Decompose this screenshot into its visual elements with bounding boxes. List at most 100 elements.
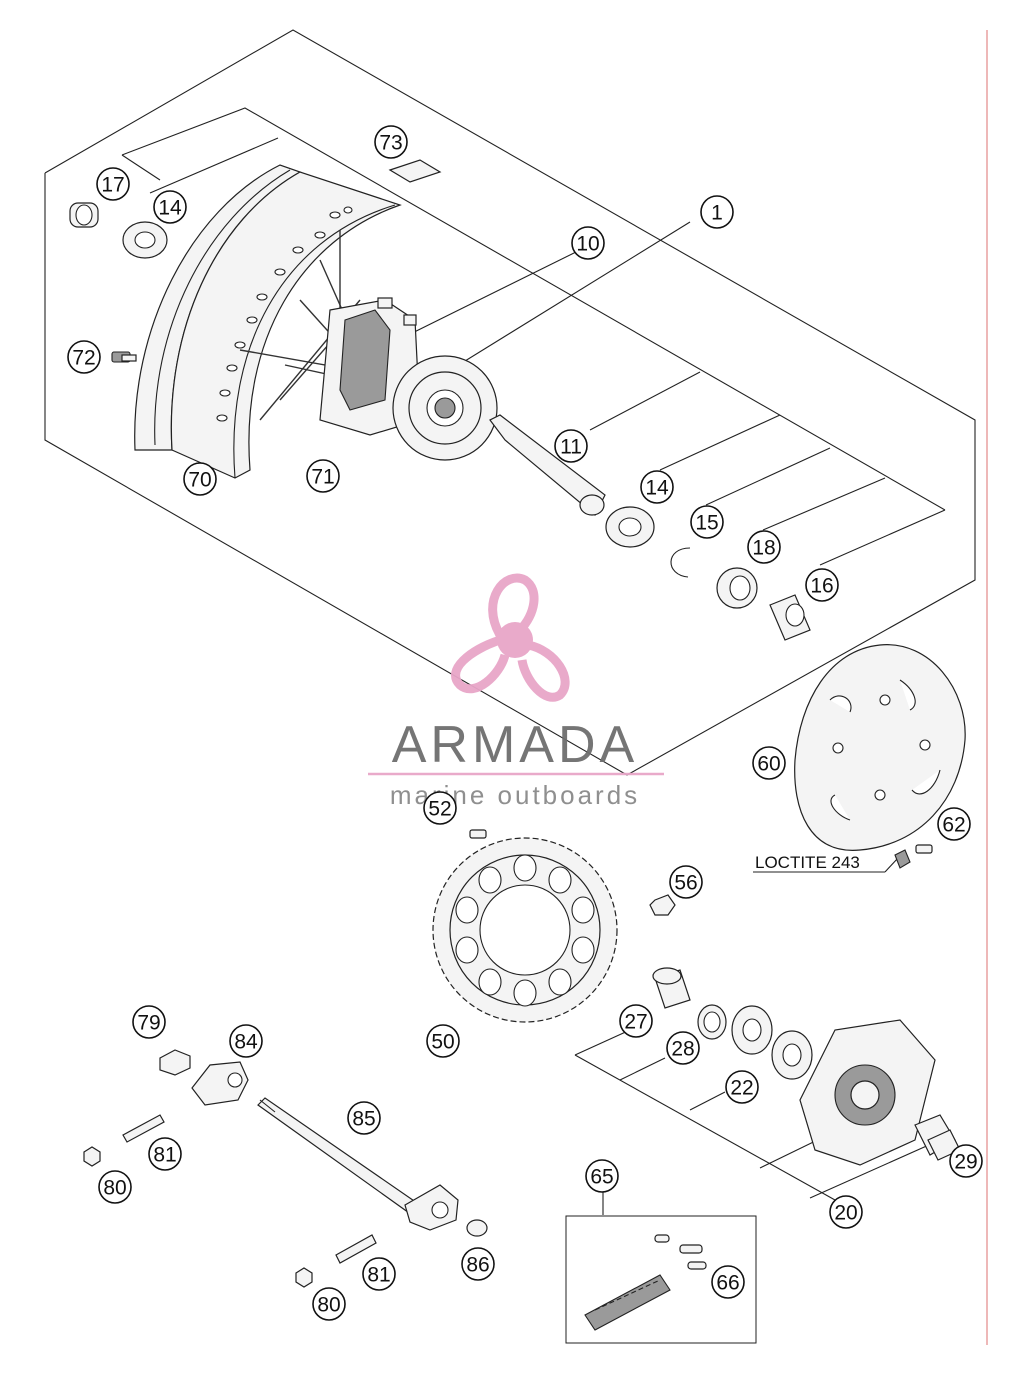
callout-circle <box>423 791 457 825</box>
propeller-icon <box>451 573 570 702</box>
callout-81: 81 <box>362 1257 396 1291</box>
callout-66: 66 <box>711 1265 745 1299</box>
axle-nut <box>159 1049 191 1076</box>
callout-number: 80 <box>103 1177 126 1200</box>
callouts: 1101114141516171820222728295052566062656… <box>67 125 983 1321</box>
callout-circle <box>183 462 217 496</box>
sprocket-carrier <box>799 1019 936 1166</box>
axle <box>257 1097 459 1231</box>
callout-circle <box>153 190 187 224</box>
callout-number: 14 <box>645 477 669 500</box>
label-sticker <box>388 159 442 183</box>
lock-nut-2 <box>295 1267 313 1288</box>
callout-27: 27 <box>619 1004 653 1038</box>
callout-circle <box>67 340 101 374</box>
carrier-bearing-1 <box>731 1005 773 1055</box>
carrier-bearing-2 <box>771 1030 813 1080</box>
shaft-seal <box>716 567 758 609</box>
callout-circle <box>711 1265 745 1299</box>
axle-cap <box>466 1219 488 1237</box>
callout-number: 72 <box>72 347 95 370</box>
callout-17: 17 <box>96 167 130 201</box>
callout-circle <box>374 125 408 159</box>
callout-number: 80 <box>317 1294 340 1317</box>
callout-15: 15 <box>690 505 724 539</box>
callout-60: 60 <box>752 746 786 780</box>
callout-circle <box>229 1024 263 1058</box>
lock-nut-1 <box>83 1146 101 1167</box>
spacer-right <box>769 594 811 641</box>
loctite-note: LOCTITE 243 <box>755 853 860 872</box>
callout-73: 73 <box>374 125 408 159</box>
callout-circle <box>949 1144 983 1178</box>
spacer-ring <box>697 1004 727 1040</box>
callout-number: 22 <box>730 1077 753 1100</box>
callout-circle <box>690 505 724 539</box>
callout-circle <box>725 1070 759 1104</box>
callout-79: 79 <box>132 1005 166 1039</box>
callout-circle <box>747 530 781 564</box>
leader <box>121 154 161 181</box>
callout-number: 60 <box>757 753 780 776</box>
callout-number: 50 <box>431 1031 454 1054</box>
callout-71: 71 <box>306 459 340 493</box>
rim <box>134 164 402 479</box>
callout-circle <box>585 1159 619 1193</box>
callout-1: 1 <box>700 195 734 229</box>
callout-circle <box>132 1005 166 1039</box>
damper-rubber <box>914 1114 961 1161</box>
callout-number: 14 <box>158 197 182 220</box>
callout-circle <box>96 167 130 201</box>
callout-18: 18 <box>747 530 781 564</box>
bearing-right <box>605 506 655 548</box>
callout-56: 56 <box>669 865 703 899</box>
callout-number: 18 <box>752 537 775 560</box>
callout-number: 27 <box>624 1011 647 1034</box>
callout-circle <box>312 1287 346 1321</box>
callout-86: 86 <box>461 1247 495 1281</box>
callout-circle <box>362 1257 396 1291</box>
callout-number: 52 <box>428 798 451 821</box>
adjust-screw-2 <box>335 1234 377 1264</box>
callout-11: 11 <box>554 429 588 463</box>
callout-number: 10 <box>576 233 599 256</box>
callout-number: 86 <box>466 1254 489 1277</box>
brake-disc <box>794 644 966 851</box>
callout-62: 62 <box>937 807 971 841</box>
disc-screw <box>894 844 933 869</box>
adjust-screw-1 <box>122 1114 165 1143</box>
callout-number: 1 <box>711 202 723 225</box>
hub <box>319 297 498 461</box>
callout-65: 65 <box>585 1159 619 1193</box>
callout-circle <box>752 746 786 780</box>
callout-22: 22 <box>725 1070 759 1104</box>
callout-number: 71 <box>311 466 334 489</box>
callout-circle <box>619 1004 653 1038</box>
callout-number: 11 <box>560 436 582 459</box>
watermark-logo: ARMADA marine outboards <box>368 573 664 810</box>
callout-circle <box>461 1247 495 1281</box>
callout-number: 85 <box>352 1108 375 1131</box>
callout-85: 85 <box>347 1101 381 1135</box>
callout-number: 84 <box>234 1031 258 1054</box>
callout-81: 81 <box>148 1137 182 1171</box>
assembly-frame-inner <box>121 107 946 511</box>
assembly-frame-outer <box>44 29 976 776</box>
spacer-left <box>69 202 99 228</box>
chain <box>584 1274 671 1331</box>
callout-number: 79 <box>137 1012 160 1035</box>
callout-80: 80 <box>312 1287 346 1321</box>
callout-number: 20 <box>834 1202 857 1225</box>
sprocket-screw <box>469 829 487 839</box>
chain-box <box>565 1215 757 1344</box>
watermark-brand: ARMADA <box>392 716 638 774</box>
callout-number: 73 <box>379 132 402 155</box>
callout-circle <box>306 459 340 493</box>
leader-lines <box>149 137 946 1215</box>
callout-50: 50 <box>426 1024 460 1058</box>
callout-circle <box>666 1031 700 1065</box>
callout-number: 81 <box>367 1264 390 1287</box>
callout-number: 70 <box>188 469 211 492</box>
callout-circle <box>937 807 971 841</box>
